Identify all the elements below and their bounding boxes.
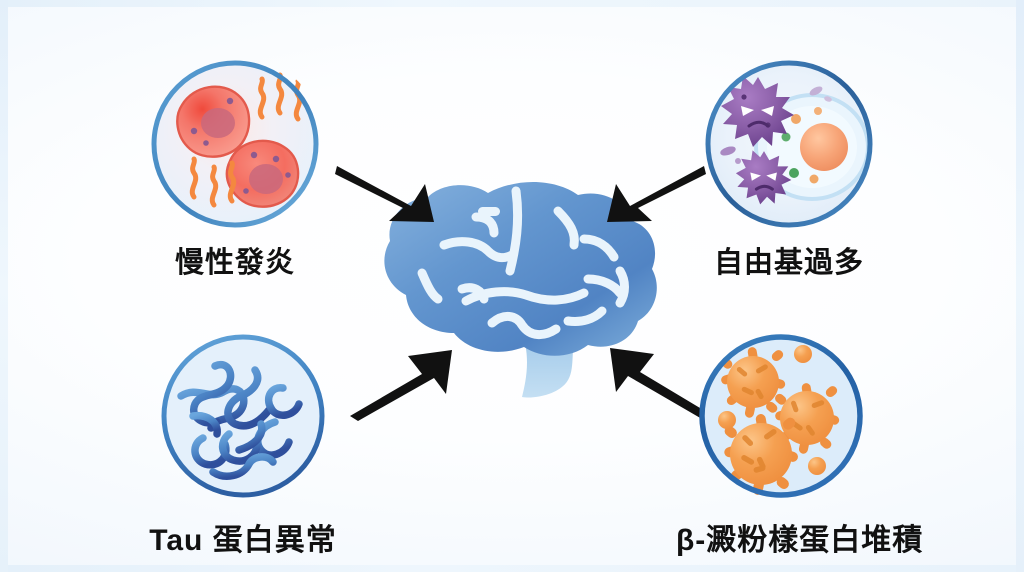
excess-free-radicals-label: 自由基過多 <box>713 247 864 279</box>
arrow-from-tau-protein-abnormality <box>348 336 463 421</box>
canvas-edge-bottom <box>0 565 1024 572</box>
beta-amyloid-accumulation-circle <box>695 330 867 502</box>
node-chronic-inflammation[interactable]: 慢性發炎 <box>130 55 340 280</box>
chronic-inflammation-circle <box>146 55 324 233</box>
canvas-edge-top <box>0 0 1024 7</box>
canvas-edge-right <box>1016 0 1024 572</box>
canvas-edge-left <box>0 0 8 572</box>
brain-illustration <box>370 175 660 410</box>
beta-amyloid-accumulation-label: β-澱粉樣蛋白堆積 <box>676 524 924 557</box>
arrow-from-beta-amyloid-accumulation <box>598 330 713 420</box>
excess-free-radicals-circle <box>700 55 878 233</box>
tau-protein-abnormality-circle <box>157 330 329 502</box>
node-excess-free-radicals[interactable]: 自由基過多 <box>684 55 894 280</box>
node-tau-protein-abnormality[interactable]: Tau 蛋白異常 <box>138 330 348 559</box>
tau-protein-abnormality-label: Tau 蛋白異常 <box>149 524 337 557</box>
node-beta-amyloid-accumulation[interactable]: β-澱粉樣蛋白堆積 <box>676 330 924 559</box>
arrow-from-excess-free-radicals <box>598 150 708 230</box>
arrow-from-chronic-inflammation <box>333 150 443 230</box>
chronic-inflammation-label: 慢性發炎 <box>174 247 295 279</box>
